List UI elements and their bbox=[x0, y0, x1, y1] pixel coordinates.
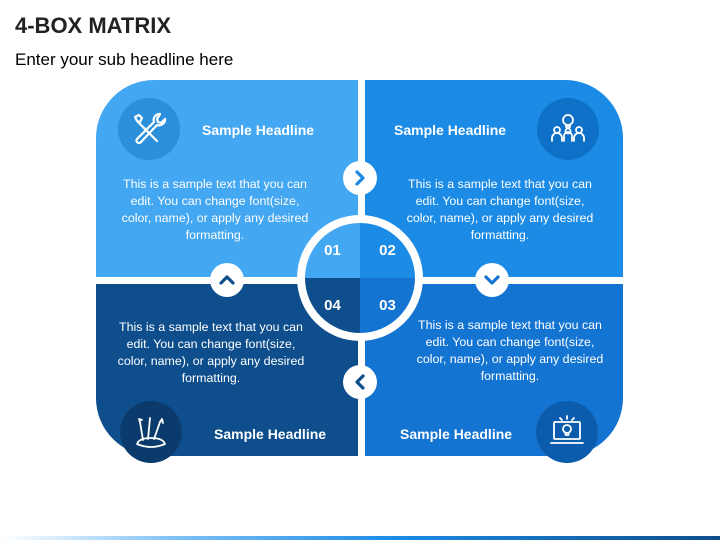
footer-gradient-bar bbox=[0, 536, 720, 540]
box-01-text: This is a sample text that you can edit.… bbox=[121, 177, 309, 242]
chevron-left-icon bbox=[343, 365, 377, 399]
box-03-text: This is a sample text that you can edit.… bbox=[416, 318, 604, 383]
tools-icon bbox=[118, 98, 180, 160]
box-03-headline: Sample Headline bbox=[400, 426, 513, 442]
page-title: 4-BOX MATRIX bbox=[15, 13, 172, 38]
laptop-idea-icon bbox=[536, 401, 598, 463]
box-04-headline: Sample Headline bbox=[214, 426, 327, 442]
box-01-headline: Sample Headline bbox=[202, 122, 315, 138]
box-02-text: This is a sample text that you can edit.… bbox=[406, 177, 594, 242]
center-circle: 01 02 04 03 bbox=[297, 215, 423, 341]
team-ideas-icon bbox=[537, 98, 599, 160]
page-subtitle: Enter your sub headline here bbox=[15, 50, 234, 69]
chevron-down-icon bbox=[475, 263, 509, 297]
box-04-text: This is a sample text that you can edit.… bbox=[117, 320, 305, 385]
box-02-headline: Sample Headline bbox=[394, 122, 507, 138]
art-supplies-icon bbox=[120, 401, 182, 463]
chevron-right-icon bbox=[343, 161, 377, 195]
box-01: Sample Headline This is a sample text th… bbox=[96, 80, 358, 277]
chevron-up-icon bbox=[210, 263, 244, 297]
box-03: This is a sample text that you can edit.… bbox=[365, 284, 623, 463]
